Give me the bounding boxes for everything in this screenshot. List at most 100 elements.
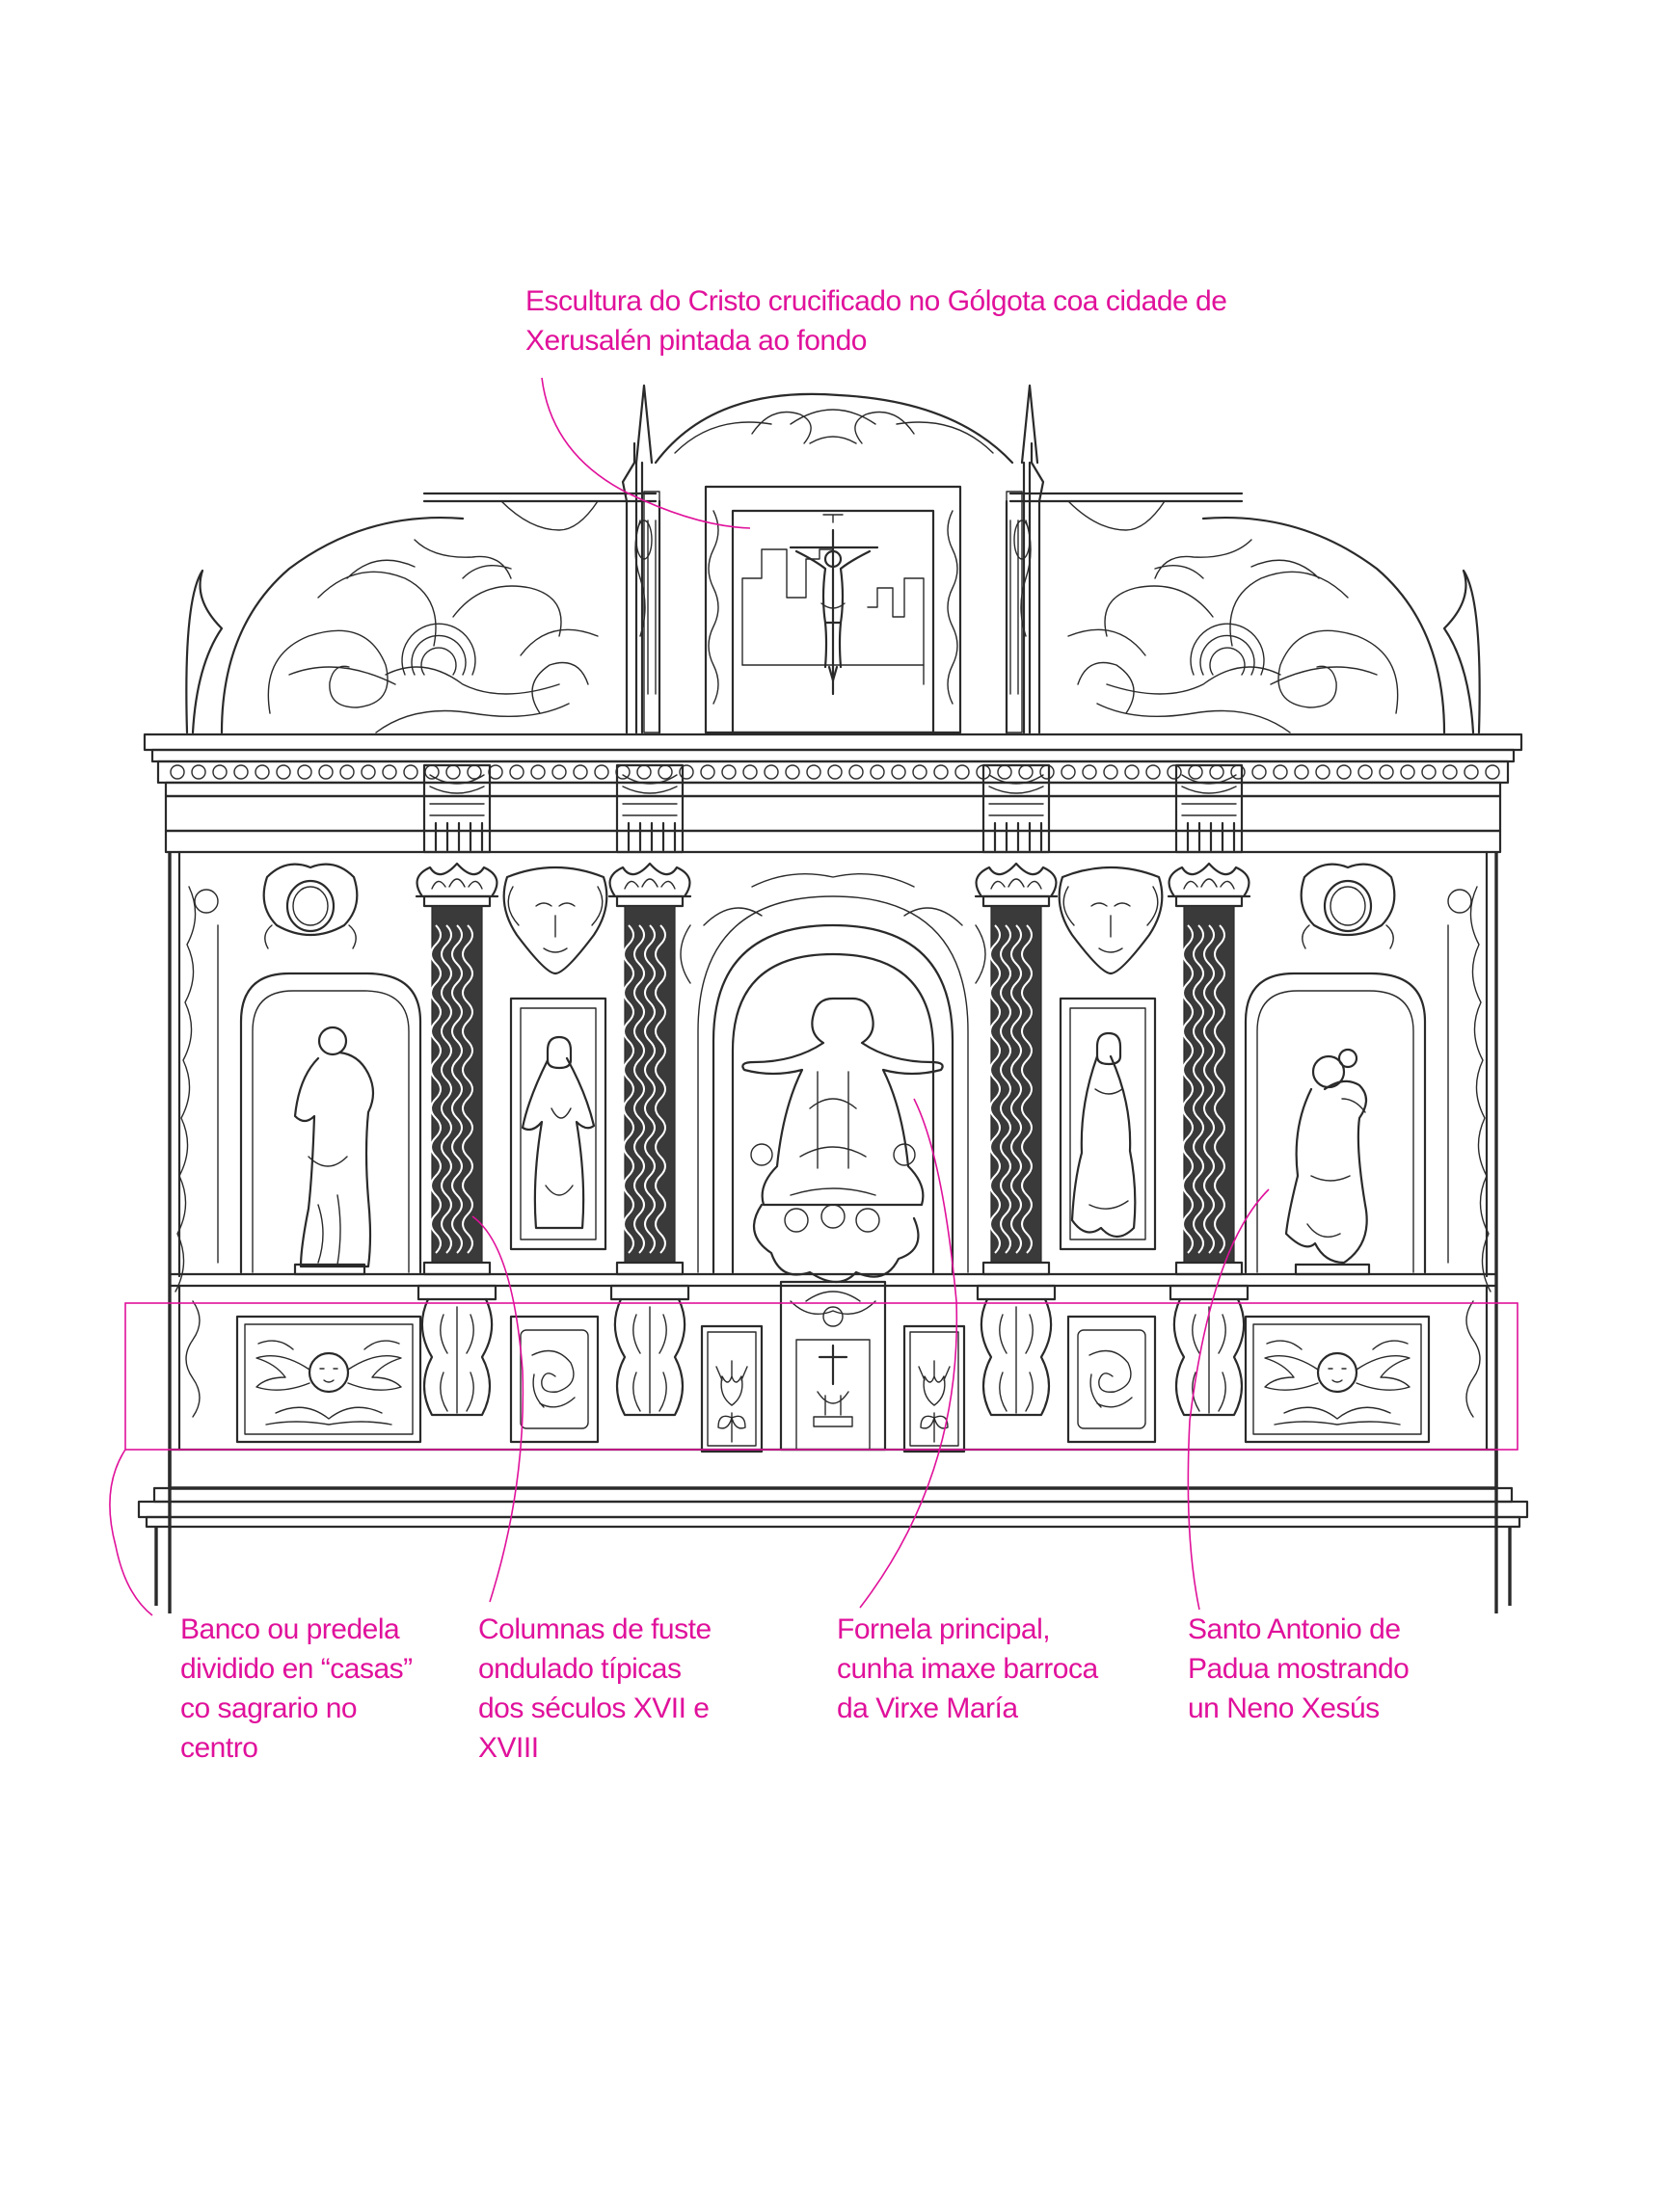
egg-dart-ornament bbox=[764, 764, 779, 780]
annotation-banco-line-2: dividido en “casas” bbox=[180, 1653, 413, 1685]
egg-dart-ornament bbox=[530, 764, 546, 780]
annotation-banco-line-3: co sagrario no bbox=[180, 1692, 358, 1724]
egg-dart-ornament bbox=[594, 764, 609, 780]
egg-dart-ornament bbox=[912, 764, 927, 780]
egg-dart-ornament bbox=[997, 764, 1012, 780]
egg-dart-ornament bbox=[742, 764, 758, 780]
leader-fornela bbox=[859, 1098, 958, 1609]
egg-dart-ornament bbox=[233, 764, 249, 780]
egg-dart-ornament bbox=[1167, 764, 1182, 780]
egg-dart-ornament bbox=[573, 764, 588, 780]
egg-dart-ornament bbox=[1103, 764, 1118, 780]
egg-dart-ornament bbox=[1145, 764, 1161, 780]
annotation-columnas-line-2: ondulado típicas bbox=[478, 1653, 682, 1685]
annotation-columnas-line-1: Columnas de fuste bbox=[478, 1613, 712, 1645]
egg-dart-ornament bbox=[1061, 764, 1076, 780]
egg-dart-ornament bbox=[1315, 764, 1330, 780]
leader-banco bbox=[109, 1449, 153, 1616]
egg-dart-ornament bbox=[891, 764, 906, 780]
egg-dart-ornament bbox=[679, 764, 694, 780]
egg-dart-ornament bbox=[1464, 764, 1479, 780]
egg-dart-ornament bbox=[933, 764, 949, 780]
annotation-fornela-line-3: da Virxe María bbox=[837, 1692, 1018, 1724]
predella-highlight-box bbox=[124, 1302, 1518, 1451]
egg-dart-ornament bbox=[700, 764, 715, 780]
egg-dart-ornament bbox=[806, 764, 821, 780]
egg-dart-ornament bbox=[1294, 764, 1309, 780]
annotation-banco-line-4: centro bbox=[180, 1732, 258, 1764]
attic-cresting bbox=[185, 492, 1481, 734]
egg-dart-ornament bbox=[297, 764, 312, 780]
egg-dart-ornament bbox=[870, 764, 885, 780]
egg-dart-ornament bbox=[318, 764, 334, 780]
annotation-fornela: Fornela principal, cunha imaxe barroca d… bbox=[837, 1610, 1098, 1728]
egg-dart-ornament bbox=[1273, 764, 1288, 780]
attic-central-frame bbox=[634, 384, 1039, 734]
egg-dart-ornament bbox=[1188, 764, 1203, 780]
annotation-cristo-line-2: Xerusalén pintada ao fondo bbox=[525, 325, 867, 357]
egg-dart-ornament bbox=[1357, 764, 1373, 780]
egg-dart-ornament bbox=[488, 764, 503, 780]
annotation-columnas: Columnas de fuste ondulado típicas dos s… bbox=[478, 1610, 712, 1768]
egg-dart-ornament bbox=[445, 764, 461, 780]
egg-dart-ornament bbox=[361, 764, 376, 780]
annotation-banco: Banco ou predela dividido en “casas” co … bbox=[180, 1610, 413, 1768]
leader-santo bbox=[1187, 1188, 1270, 1611]
annotation-columnas-line-3: dos séculos XVII e bbox=[478, 1692, 710, 1724]
main-body bbox=[168, 850, 1498, 1613]
egg-dart-ornament bbox=[467, 764, 482, 780]
leader-cristo bbox=[541, 377, 751, 529]
annotation-banco-line-1: Banco ou predela bbox=[180, 1613, 400, 1645]
virgin-left-panel-figure bbox=[521, 1035, 596, 1230]
annotation-santo-line-1: Santo Antonio de bbox=[1188, 1613, 1401, 1645]
callout-lines bbox=[109, 377, 1518, 1616]
egg-dart-ornament bbox=[1124, 764, 1140, 780]
egg-dart-ornament bbox=[954, 764, 970, 780]
egg-dart-ornament bbox=[785, 764, 800, 780]
annotation-santo-line-3: un Neno Xesús bbox=[1188, 1692, 1380, 1724]
tabernacle bbox=[779, 1280, 887, 1452]
entablature bbox=[143, 733, 1523, 854]
egg-dart-ornament bbox=[382, 764, 397, 780]
saint-right-figure bbox=[1284, 1048, 1371, 1276]
annotation-columnas-line-4: XVIII bbox=[478, 1732, 539, 1764]
attic-spires bbox=[621, 441, 1045, 734]
annotation-cristo: Escultura do Cristo crucificado no Gólgo… bbox=[525, 281, 1227, 360]
annotation-santo-line-2: Padua mostrando bbox=[1188, 1653, 1410, 1685]
egg-dart-ornament bbox=[1209, 764, 1224, 780]
egg-dart-ornament bbox=[1336, 764, 1352, 780]
annotation-fornela-line-2: cunha imaxe barroca bbox=[837, 1653, 1098, 1685]
base bbox=[137, 1450, 1529, 1606]
egg-dart-ornament bbox=[255, 764, 270, 780]
egg-dart-ornament bbox=[827, 764, 843, 780]
egg-dart-ornament bbox=[1018, 764, 1034, 780]
annotation-fornela-line-1: Fornela principal, bbox=[837, 1613, 1051, 1645]
egg-dart-ornament bbox=[403, 764, 418, 780]
egg-dart-ornament bbox=[848, 764, 864, 780]
egg-dart-ornament bbox=[191, 764, 206, 780]
egg-dart-ornament bbox=[1039, 764, 1055, 780]
egg-dart-ornament bbox=[721, 764, 737, 780]
egg-dart-ornament bbox=[1485, 764, 1500, 780]
leader-columnas bbox=[471, 1215, 524, 1603]
egg-dart-ornament bbox=[1421, 764, 1437, 780]
virgin-right-panel-figure bbox=[1070, 1031, 1137, 1239]
egg-dart-ornament bbox=[276, 764, 291, 780]
egg-dart-ornament bbox=[1442, 764, 1458, 780]
egg-dart-ornament bbox=[551, 764, 567, 780]
egg-dart-ornament bbox=[658, 764, 673, 780]
egg-dart-ornament bbox=[339, 764, 355, 780]
egg-dart-ornament bbox=[1379, 764, 1394, 780]
egg-dart-ornament bbox=[212, 764, 228, 780]
egg-dart-ornament bbox=[1400, 764, 1415, 780]
saint-left-figure bbox=[293, 1026, 375, 1276]
egg-dart-ornament bbox=[1082, 764, 1097, 780]
egg-dart-ornament bbox=[636, 764, 652, 780]
central-niche bbox=[680, 873, 986, 1284]
egg-dart-ornament bbox=[509, 764, 524, 780]
egg-dart-ornament bbox=[170, 764, 185, 780]
egg-dart-ornament bbox=[1251, 764, 1267, 780]
predella bbox=[168, 1280, 1498, 1453]
